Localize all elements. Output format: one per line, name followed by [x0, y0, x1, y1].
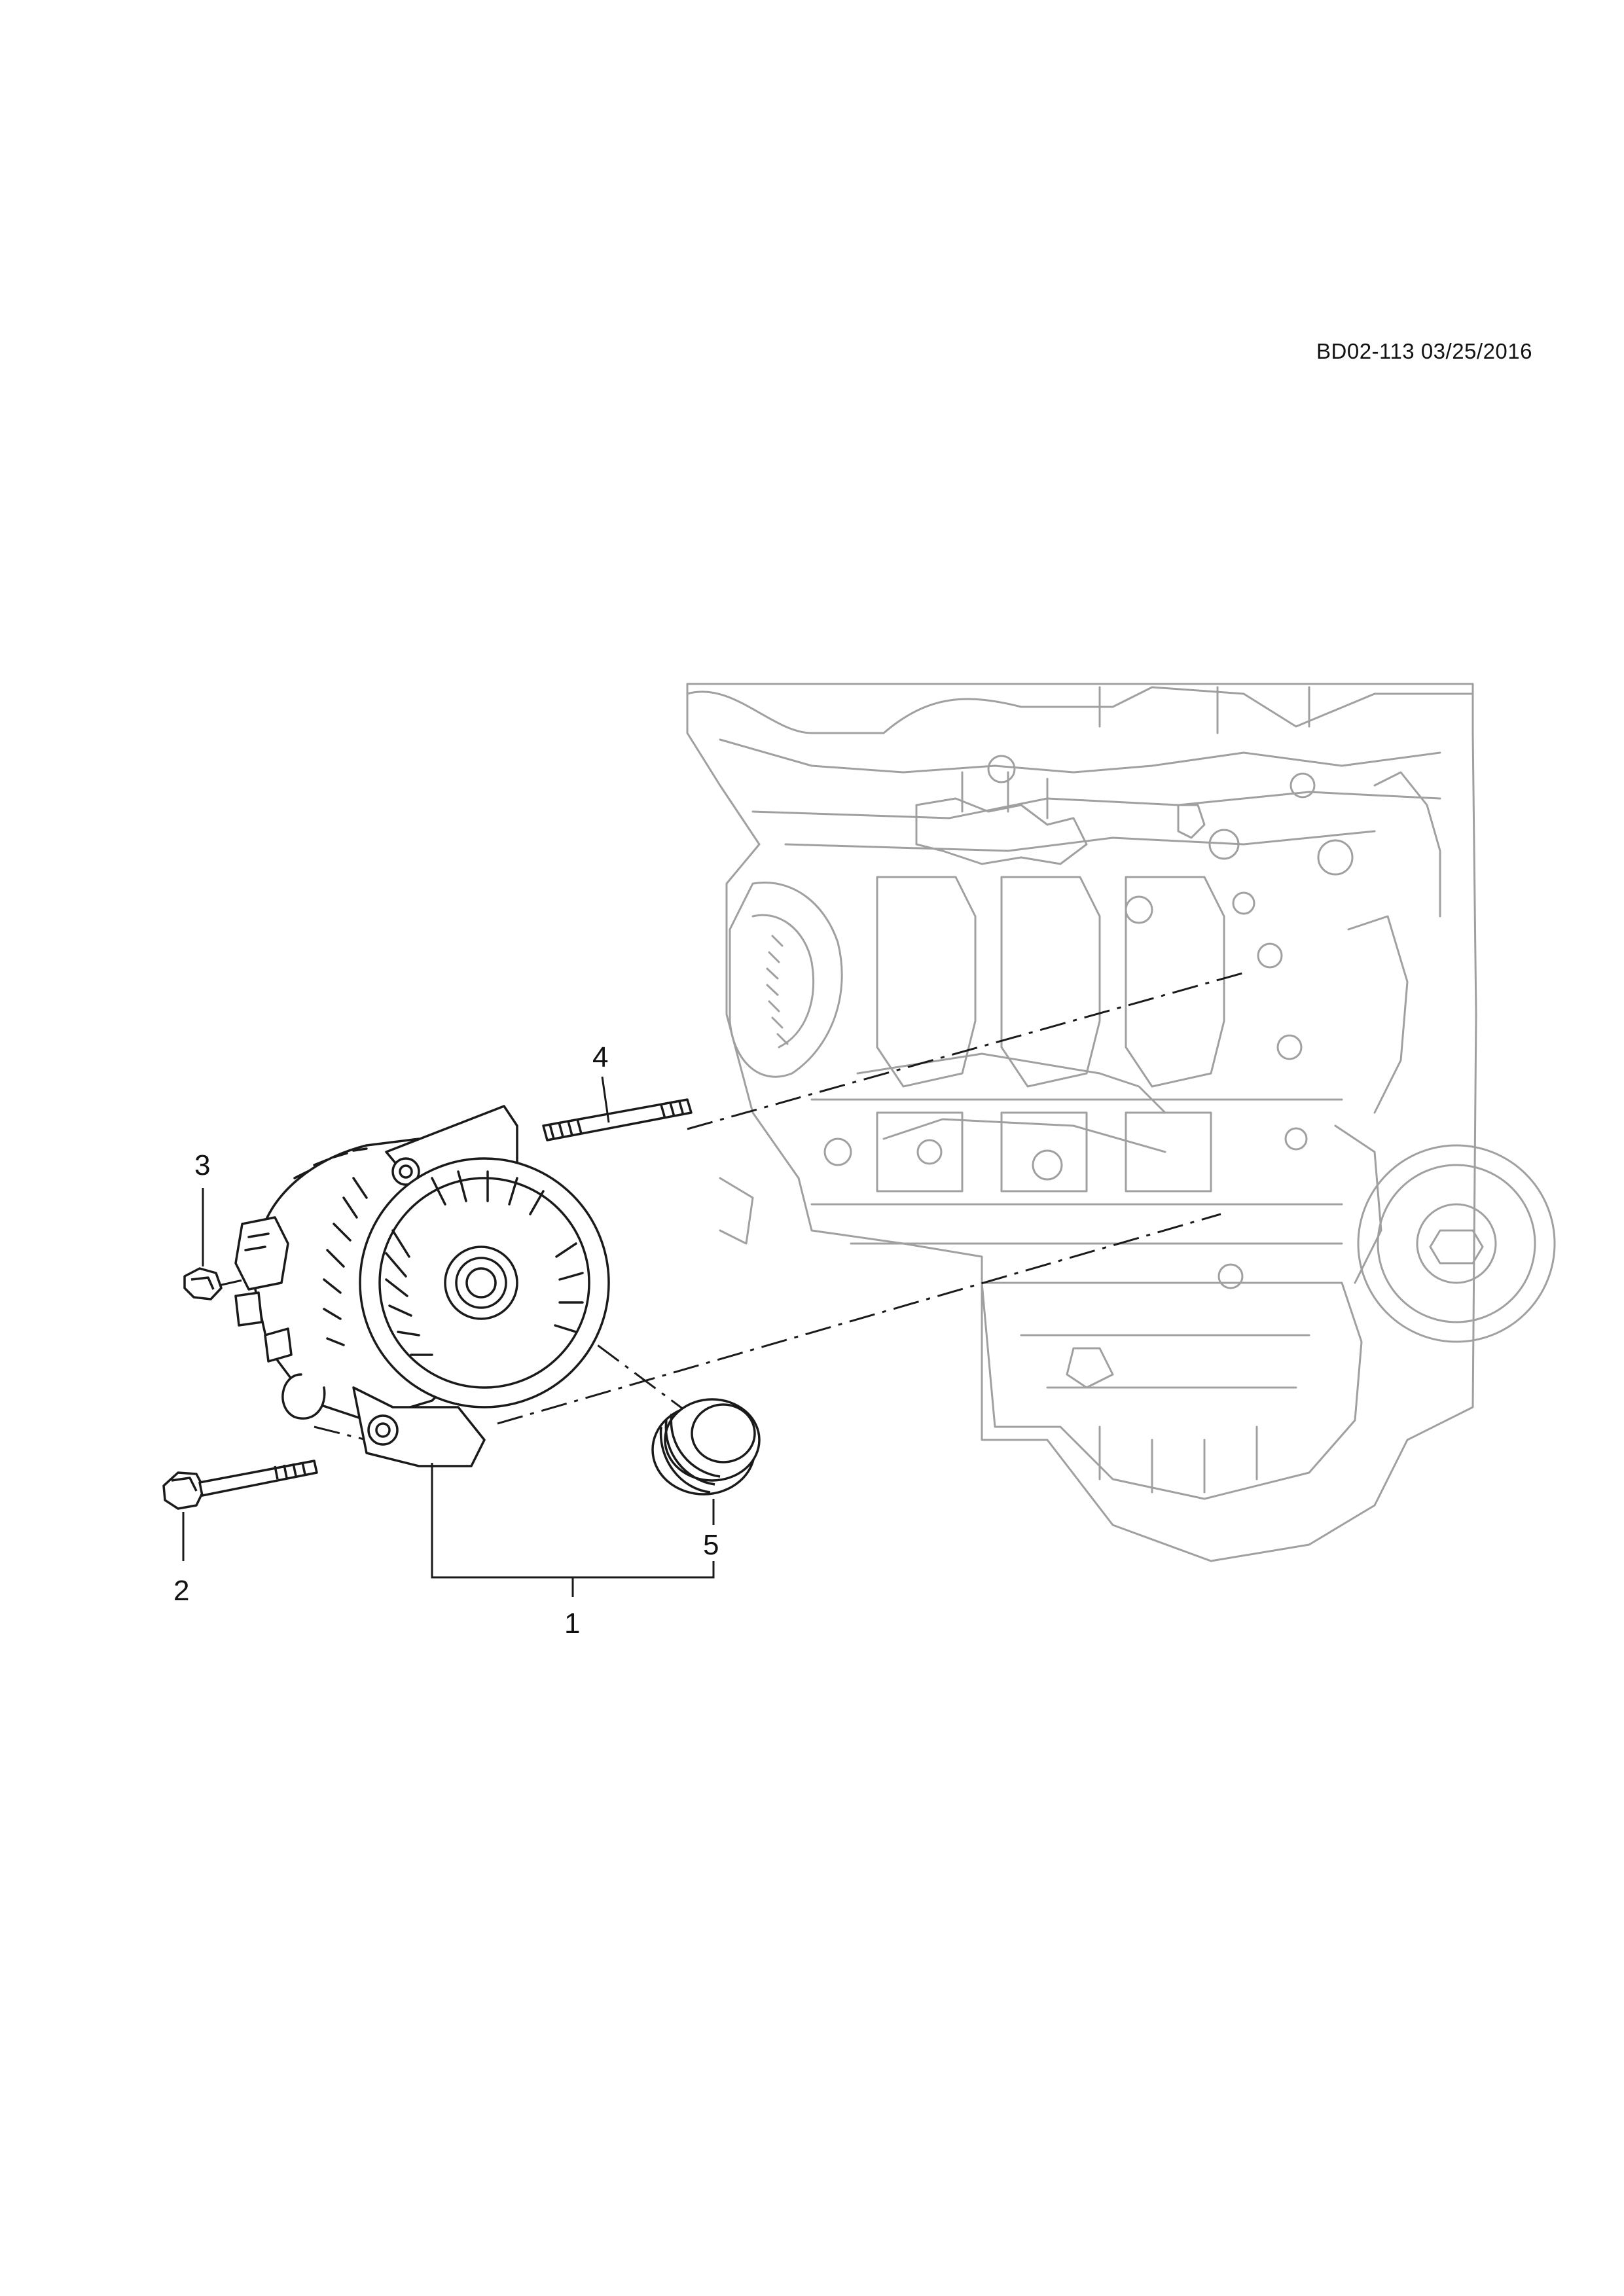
callout-4-leader — [601, 1076, 610, 1123]
stud-illustration — [542, 1098, 693, 1141]
assembly-line-lower-bolt — [314, 1426, 367, 1441]
callout-2-number: 2 — [173, 1575, 189, 1607]
alternator-illustration — [234, 1105, 610, 1467]
engine-block-illustration — [686, 683, 1556, 1562]
callout-1-number: 1 — [564, 1607, 580, 1640]
callout-5-number: 5 — [703, 1529, 719, 1561]
nut-illustration — [183, 1267, 223, 1300]
pulley-illustration — [651, 1398, 761, 1496]
callout-4-number: 4 — [592, 1041, 608, 1073]
drawing-code: BD02-113 03/25/2016 — [1316, 339, 1532, 363]
callout-3-number: 3 — [194, 1149, 210, 1181]
bolt-illustration — [162, 1460, 318, 1510]
assembly-line-bolt — [497, 1213, 1221, 1425]
assembly-line-stud — [687, 971, 1248, 1130]
